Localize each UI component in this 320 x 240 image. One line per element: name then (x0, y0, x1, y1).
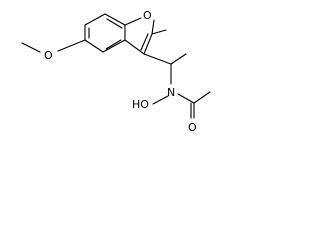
bond-o1-c2 (151, 19, 155, 35)
bond-inner-c2-c3 (140, 33, 149, 51)
bond-inner-c4-c5 (105, 39, 122, 50)
hydroxy-label: HO (132, 98, 149, 111)
bond-c7-c7a (84, 13, 106, 26)
bond-c4-c5 (102, 39, 126, 53)
molecule-structure: O O N HO O (21, 9, 211, 134)
bond-c6-c7 (104, 13, 126, 26)
nitrogen-label: N (167, 86, 175, 99)
ring-oxygen-label: O (143, 9, 152, 22)
bond-c3-c3a (124, 39, 145, 55)
structure-canvas: O O N HO O (0, 0, 238, 144)
bond-n-oh (152, 95, 169, 105)
bond-omethoxy-methyl (21, 42, 41, 53)
bond-c7a-o1 (124, 17, 142, 26)
bond-c2-c3 (143, 33, 153, 55)
bond-carbonyl-methyl (193, 91, 211, 104)
carbonyl-oxygen-label: O (188, 121, 197, 134)
bond-inner-c6-c7 (106, 18, 123, 29)
bond-c3a-c4 (84, 39, 104, 53)
bond-c5-omethoxy (57, 39, 86, 52)
methoxy-oxygen-label: O (44, 49, 53, 62)
bond-n-carbonyl (177, 93, 195, 104)
bond-c3-ch (143, 53, 172, 65)
bond-c2-methyl (151, 29, 167, 35)
bond-ch-methyl (170, 53, 187, 65)
